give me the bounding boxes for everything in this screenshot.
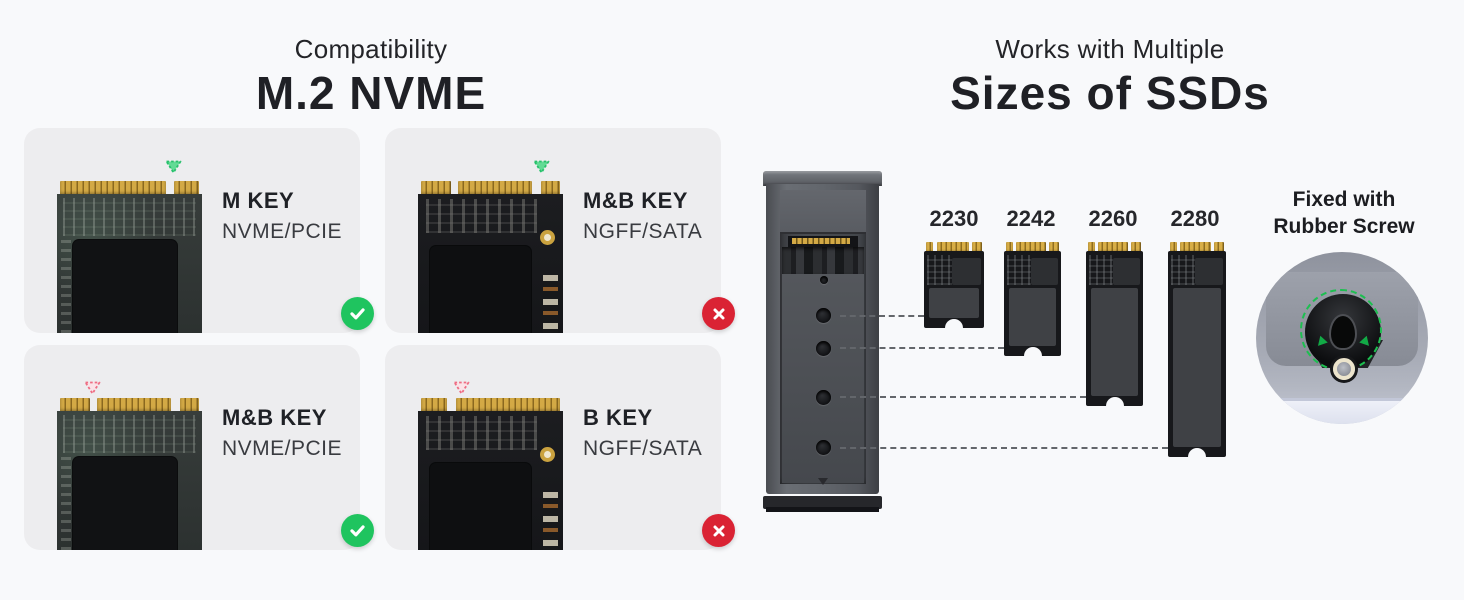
callout-line-2230	[840, 315, 924, 317]
card-text: B KEY NGFF/SATA	[583, 405, 702, 461]
gold-connector-pins	[421, 181, 560, 196]
compat-card-b-key: B KEY NGFF/SATA	[385, 345, 735, 550]
key-notch-marker-icon	[84, 381, 101, 400]
rubber-screw-plug	[1329, 314, 1357, 350]
controller-chip	[1195, 258, 1223, 285]
ssd-2260-photo	[1086, 242, 1143, 415]
compatibility-title: M.2 NVME	[255, 67, 487, 119]
gold-connector-pins	[1170, 242, 1224, 253]
ssd-2280-photo	[1168, 242, 1226, 466]
enclosure-base-shadow	[766, 507, 879, 512]
gold-connector-pins	[60, 181, 199, 196]
gold-connector-pins	[1006, 242, 1060, 253]
nand-chip	[72, 457, 178, 550]
size-label-2230: 2230	[929, 206, 979, 231]
ssd-label-area	[1173, 288, 1221, 447]
card-text: M&B KEY NGFF/SATA	[583, 188, 702, 244]
gold-connector-pins	[1088, 242, 1142, 253]
ssd-body	[1004, 251, 1061, 365]
size-label-2280: 2280	[1170, 206, 1220, 231]
compatibility-subtitle: Compatibility	[294, 34, 448, 64]
key-notch-marker-icon	[165, 160, 182, 179]
compat-card-mb-key-sata: M&B KEY NGFF/SATA	[385, 128, 735, 333]
ssd-pcb	[57, 194, 202, 333]
gold-connector-pins	[421, 398, 560, 413]
interface-label: NGFF/SATA	[583, 220, 703, 243]
ssd-label-area	[1009, 288, 1056, 346]
compat-card-m-key: M KEY NVME/PCIE	[24, 128, 374, 333]
key-notch-marker-icon	[533, 160, 550, 179]
ssd-pcb	[418, 194, 563, 333]
interface-label: NGFF/SATA	[583, 437, 703, 460]
check-icon	[341, 514, 374, 547]
callout-line-2242	[840, 347, 1004, 349]
b-key-ssd-photo	[418, 398, 563, 550]
ssd-body	[924, 251, 984, 337]
size-label-2242: 2242	[1006, 206, 1056, 231]
screw-grommet	[1333, 358, 1355, 380]
sizes-heading: Works with Multiple Sizes of SSDs	[860, 34, 1360, 120]
ssd-2242-photo	[1004, 242, 1061, 365]
rubber-screw-closeup-photo	[1256, 252, 1428, 424]
key-type-label: B KEY	[583, 405, 653, 430]
sizes-title: Sizes of SSDs	[950, 67, 1270, 119]
enclosure-base	[763, 496, 882, 509]
screw-hole-small	[820, 276, 828, 284]
ssd-label-area	[1091, 288, 1138, 396]
screw-hole-2280	[816, 440, 831, 455]
size-label-2260: 2260	[1088, 206, 1138, 231]
ssd-pcb	[57, 411, 202, 550]
ssd-2230-photo	[924, 242, 984, 337]
x-icon	[702, 514, 735, 547]
controller-chip	[1030, 258, 1058, 285]
key-type-label: M KEY	[222, 188, 295, 213]
nand-chip	[429, 246, 532, 333]
controller-chip	[1112, 258, 1140, 285]
check-icon	[341, 297, 374, 330]
nand-chip	[429, 463, 532, 550]
card-text: M KEY NVME/PCIE	[222, 188, 342, 244]
key-type-label: M&B KEY	[583, 188, 688, 213]
tray-arrow-mark	[818, 478, 828, 485]
controller-chip	[952, 258, 981, 285]
mb-key-ssd-photo	[418, 181, 563, 333]
enclosure-edge-band	[1256, 398, 1428, 424]
nand-chip	[72, 240, 178, 333]
callout-line-2260	[840, 396, 1086, 398]
screw-hole-2242	[816, 341, 831, 356]
interface-label: NVME/PCIE	[222, 437, 343, 460]
sizes-subtitle: Works with Multiple	[995, 34, 1225, 64]
interface-label: NVME/PCIE	[222, 220, 343, 243]
enclosure-cap	[763, 171, 882, 186]
key-type-label: M&B KEY	[222, 405, 327, 430]
x-icon	[702, 297, 735, 330]
controller-circuit	[782, 247, 864, 274]
mb-key-ssd-photo	[57, 398, 202, 550]
card-text: M&B KEY NVME/PCIE	[222, 405, 342, 461]
compatibility-heading: Compatibility M.2 NVME	[121, 34, 621, 120]
ssd-body	[1086, 251, 1143, 415]
screw-pad	[540, 447, 555, 462]
caption-line1: Fixed with	[1292, 188, 1396, 211]
screw-hole-2260	[816, 390, 831, 405]
screw-pad	[540, 230, 555, 245]
ssd-pcb	[418, 411, 563, 550]
enclosure-inner-lid	[780, 190, 866, 234]
ssd-label-area	[929, 288, 979, 318]
gold-connector-pins	[60, 398, 199, 413]
gold-connector-pins	[926, 242, 982, 253]
callout-line-2280	[840, 447, 1168, 449]
rubber-screw-caption: Fixed with Rubber Screw	[1244, 186, 1444, 240]
caption-line2: Rubber Screw	[1273, 215, 1415, 238]
screw-hole-2230	[816, 308, 831, 323]
compat-card-mb-key-nvme: M&B KEY NVME/PCIE	[24, 345, 374, 550]
key-notch-marker-icon	[453, 381, 470, 400]
m-key-ssd-photo	[57, 181, 202, 333]
m2-slot-connector	[788, 236, 858, 247]
ssd-body	[1168, 251, 1226, 466]
